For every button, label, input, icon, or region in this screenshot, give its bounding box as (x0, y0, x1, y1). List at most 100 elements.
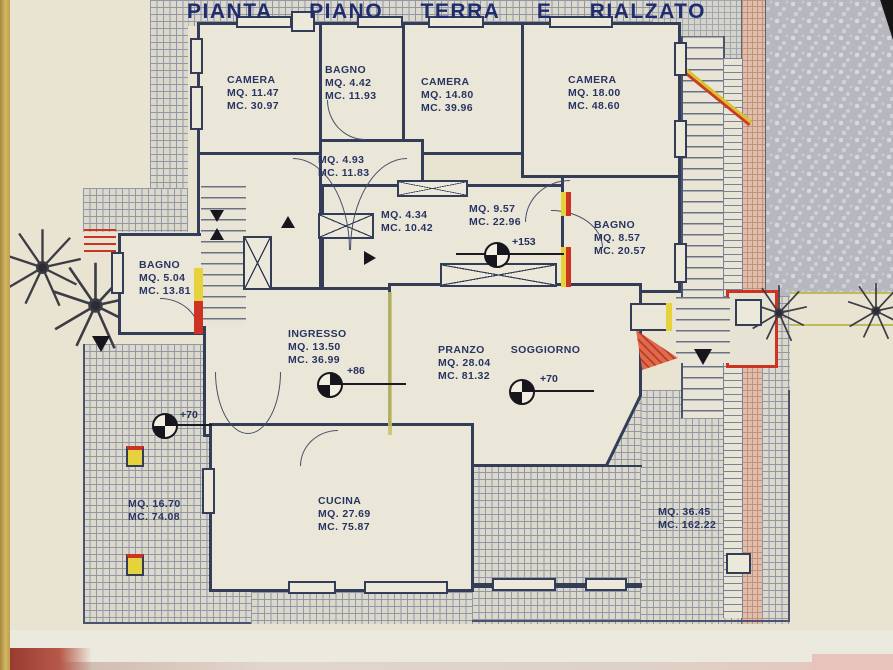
room-camera-1 (197, 22, 322, 155)
window (202, 468, 215, 514)
benchmark-icon (484, 242, 510, 268)
porch-opening (492, 578, 556, 591)
terrace-edge-bottom-left (83, 622, 251, 624)
photo-edge-corner-left (0, 648, 92, 670)
room-name: SOGGIORNO (510, 344, 581, 356)
stair-arrow-icon (281, 216, 295, 228)
crossed-shaft-box (397, 180, 468, 197)
palm-tree-icon (52, 262, 139, 349)
palm-tree-icon (3, 229, 82, 307)
room-name: CAMERA (568, 74, 617, 86)
plan-title: PIANTA PIANO TERRA E RIALZATO (187, 0, 706, 23)
benchmark-icon (317, 372, 343, 398)
room-label-camera-2: CAMERA MQ. 14.80 MC. 39.96 (421, 76, 474, 115)
red-step-line (84, 243, 116, 245)
red-step-line (84, 250, 116, 252)
window (674, 42, 687, 76)
room-mq: MQ. 36.45 (658, 506, 711, 518)
red-wall-mark (194, 301, 203, 334)
room-mc: MC. 48.60 (568, 100, 621, 112)
room-mc: MC. 74.08 (128, 511, 181, 523)
internal-staircase (201, 186, 246, 326)
room-mc: MC. 11.93 (325, 90, 377, 102)
photo-edge-left (0, 0, 10, 670)
yellow-green-wall-mark (388, 292, 392, 435)
room-label-bagno-2: BAGNO MQ. 8.57 MC. 20.57 (594, 219, 646, 258)
room-label-disimpegno-3: MQ. 9.57 MC. 22.96 (469, 203, 521, 229)
room-mq: MQ. 13.50 (288, 341, 341, 353)
room-name: BAGNO (594, 219, 636, 231)
room-name: BAGNO (325, 64, 367, 76)
pillar-box (291, 11, 315, 32)
terrace-edge-right (788, 390, 790, 622)
column-marker-white (726, 553, 751, 574)
crossed-shaft-box (243, 236, 272, 290)
window (190, 38, 203, 74)
room-mq: MQ. 4.93 (318, 154, 365, 166)
pebble-garden-texture (741, 0, 893, 296)
terrace-label-right: MQ. 36.45 MC. 162.22 (658, 506, 716, 532)
room-cucina (209, 423, 474, 592)
benchmark-icon (152, 413, 178, 439)
direction-arrow-icon (694, 349, 712, 365)
column-marker-yellow (126, 446, 144, 467)
room-name: PRANZO (438, 344, 485, 356)
room-mq: MQ. 11.47 (227, 87, 280, 99)
fixture-box (630, 303, 670, 331)
room-mc: MC. 11.83 (318, 167, 370, 179)
stair-arrow-icon (210, 210, 224, 222)
room-mc: MC. 75.87 (318, 521, 371, 533)
room-mc: MC. 81.32 (438, 370, 491, 382)
level-value: +86 (347, 365, 365, 377)
red-step-line (84, 229, 116, 231)
room-mc: MC. 36.99 (288, 354, 341, 366)
terrace-edge-bottom-right (472, 620, 790, 622)
terrace-bottom (251, 592, 481, 624)
room-label-bagno-1: BAGNO MQ. 4.42 MC. 11.93 (325, 64, 376, 103)
red-hatched-element (636, 330, 678, 370)
room-mq: MQ. 4.34 (381, 209, 428, 221)
level-value: +70 (180, 409, 198, 421)
palm-tree-icon (750, 285, 808, 342)
room-label-disimpegno-2: MQ. 4.34 MC. 10.42 (381, 209, 433, 235)
window (190, 86, 203, 130)
planter-inner-box (735, 299, 762, 326)
column-marker-yellow (126, 554, 144, 576)
yellow-wall-mark (666, 303, 672, 331)
direction-arrow-icon (92, 336, 110, 352)
photo-edge-corner-right (812, 654, 893, 670)
room-mc: MC. 30.97 (227, 100, 280, 112)
room-mc: MC. 162.22 (658, 519, 717, 531)
room-mc: MC. 10.42 (381, 222, 434, 234)
porch-opening (288, 581, 336, 594)
room-name: CUCINA (318, 495, 362, 507)
room-mq: MQ. 8.57 (594, 232, 641, 244)
porch-wall (472, 583, 642, 588)
benchmark-line (456, 253, 564, 255)
window (111, 252, 124, 294)
room-mq: MQ. 4.42 (325, 77, 372, 89)
room-name-row: PRANZO SOGGIORNO (438, 344, 580, 357)
stair-arrow-icon (210, 228, 224, 240)
window (674, 120, 687, 158)
benchmark-line (330, 383, 406, 385)
red-wall-mark (566, 247, 571, 287)
room-mq: MQ. 27.69 (318, 508, 371, 520)
walkway-left (150, 0, 188, 190)
benchmark-line (166, 424, 212, 426)
room-mq: MQ. 16.70 (128, 498, 181, 510)
room-mq: MQ. 18.00 (568, 87, 621, 99)
palm-tree-icon (847, 283, 893, 340)
terrace-label-left: MQ. 16.70 MC. 74.08 (128, 498, 181, 524)
porch-opening (364, 581, 448, 594)
window (357, 16, 403, 28)
room-label-disimpegno-1: MQ. 4.93 MC. 11.83 (318, 154, 369, 180)
room-mc: MC. 20.57 (594, 245, 647, 257)
porch-opening (585, 578, 627, 591)
room-mq: MQ. 9.57 (469, 203, 516, 215)
yellow-wall-mark (561, 247, 566, 287)
room-name: BAGNO (139, 259, 181, 271)
level-value: +70 (540, 373, 558, 385)
yellow-wall-mark (194, 268, 203, 301)
